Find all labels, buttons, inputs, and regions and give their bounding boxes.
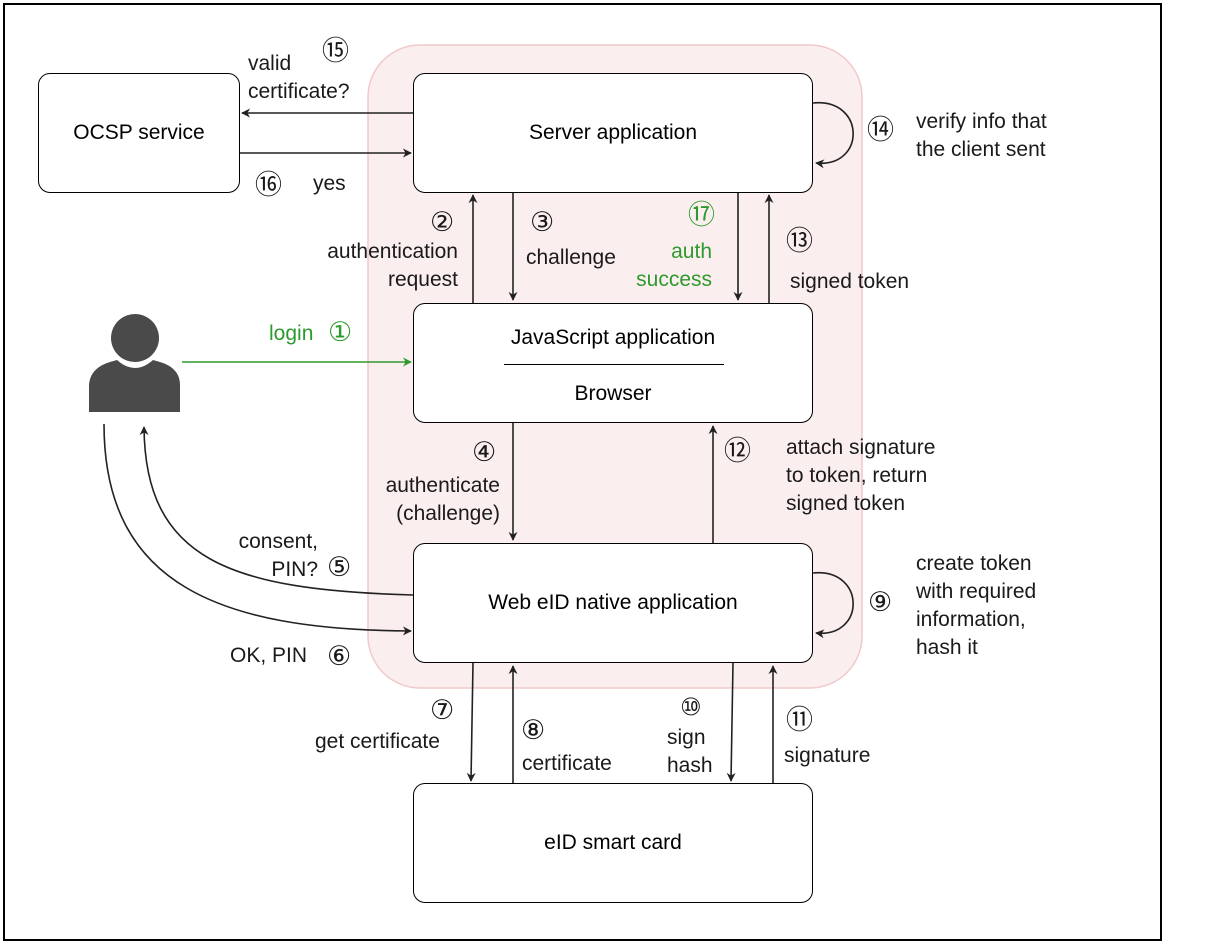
diagram-frame <box>3 3 1162 941</box>
step-1-number: ① <box>328 317 353 348</box>
step-8-label: certificate <box>522 752 612 775</box>
arrow-6-ok-pin <box>103 423 412 636</box>
person-icon <box>89 314 180 412</box>
step-7-number: ⑦ <box>430 695 455 726</box>
browser-label: Browser <box>574 382 652 405</box>
arrow-9-create-token-loop <box>812 572 854 639</box>
web-eid-native-app-box: Web eID native application <box>413 543 813 663</box>
step-1-label: login <box>269 322 314 345</box>
step-17-number: ⑰ <box>688 200 715 231</box>
step-4-label: authenticate (challenge) <box>385 474 500 525</box>
step-5-label: consent, PIN? <box>238 530 318 581</box>
step-14-label: verify info that the client sent <box>916 110 1047 161</box>
web-eid-native-app-label: Web eID native application <box>488 591 738 614</box>
eid-smart-card-label: eID smart card <box>544 831 682 854</box>
arrow-7-get-certificate <box>466 662 476 782</box>
step-16-label: yes <box>313 172 346 195</box>
server-application-box: Server application <box>413 73 813 193</box>
step-4-number: ④ <box>472 437 497 468</box>
step-9-number: ⑨ <box>868 587 893 618</box>
step-13-number: ⑬ <box>786 226 813 257</box>
step-2-label: authentication request <box>327 240 458 291</box>
step-13-label: signed token <box>790 270 910 293</box>
ocsp-service-box: OCSP service <box>38 73 240 193</box>
arrow-5-consent-pin <box>139 426 414 596</box>
step-8-number: ⑧ <box>521 715 546 746</box>
step-9-label: create token with required information, … <box>916 552 1037 659</box>
arrow-14-verify-loop <box>812 102 854 169</box>
step-14-number: ⑭ <box>867 115 894 146</box>
step-6-label: OK, PIN <box>230 644 308 667</box>
step-2-number: ② <box>430 207 455 238</box>
eid-smart-card-box: eID smart card <box>413 783 813 903</box>
step-15-number: ⑮ <box>322 36 349 67</box>
step-6-number: ⑥ <box>327 641 352 672</box>
step-15-label: valid certificate? <box>248 52 350 103</box>
step-5-number: ⑤ <box>327 552 352 583</box>
step-3-number: ③ <box>530 207 555 238</box>
step-3-label: challenge <box>526 246 616 269</box>
step-16-number: ⑯ <box>255 170 282 201</box>
server-application-label: Server application <box>528 121 698 144</box>
step-12-label: attach signature to token, return signed… <box>786 436 936 515</box>
step-11-label: signature <box>784 744 871 767</box>
step-17-label: auth success <box>636 240 712 291</box>
js-browser-divider <box>504 364 724 365</box>
arrow-10-sign-hash <box>726 662 736 782</box>
javascript-application-label: JavaScript application <box>510 326 716 349</box>
step-12-number: ⑫ <box>724 436 751 467</box>
step-10-number: ⑩ <box>680 693 702 721</box>
step-11-number: ⑪ <box>786 705 813 736</box>
ocsp-service-label: OCSP service <box>73 121 205 144</box>
javascript-browser-box: JavaScript application Browser <box>413 303 813 423</box>
step-10-label: sign hash <box>667 726 713 777</box>
step-7-label: get certificate <box>315 730 440 753</box>
